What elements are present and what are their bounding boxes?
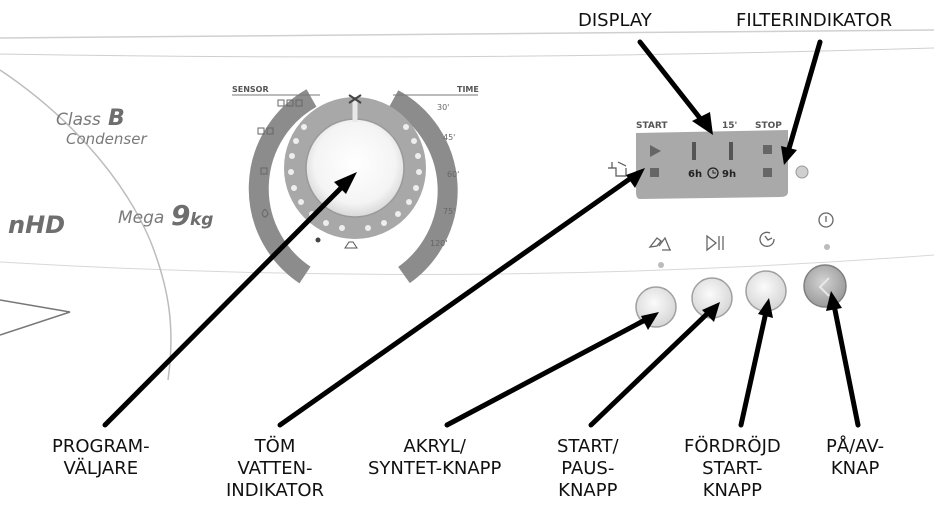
acrylic-synthetic-icon (648, 236, 671, 251)
brand-model-fragment: nHD (8, 211, 65, 239)
clock-icon (707, 167, 719, 179)
leader-filter (785, 39, 823, 155)
arrow-head (826, 291, 842, 311)
brand-class-prefix: Class (56, 110, 101, 130)
time-mark: 30' (437, 103, 449, 112)
start-pause-icon (706, 234, 724, 252)
callout-line: VÄLJARE (63, 458, 139, 479)
delay-6h-label: 6h (688, 169, 702, 180)
callout-power: PÅ/AV- KNAP (826, 436, 884, 480)
arrow-head (692, 112, 713, 135)
arrow-head (626, 168, 645, 188)
callout-line: START- (702, 458, 763, 479)
arrow-head (641, 312, 659, 330)
leader-acrylic (444, 317, 648, 428)
callout-line: START/ (557, 436, 619, 457)
filter-icon (795, 165, 809, 179)
callout-line: VATTEN- (237, 458, 313, 479)
leader-lines (102, 39, 861, 428)
delay-9h-label: 9h (722, 169, 736, 180)
dial-time-label: TIME (457, 85, 479, 94)
callout-line: AKRYL/ (403, 436, 466, 457)
callout-line: PÅ/AV- (826, 436, 885, 457)
acrylic-led (658, 262, 664, 268)
start-indicator-icon (650, 145, 661, 157)
panel-body (0, 29, 934, 381)
brand-condenser: Condenser (66, 130, 147, 148)
dial-sensor-arc (248, 89, 317, 284)
dial-knob[interactable] (305, 118, 405, 218)
brand-class-letter: B (108, 106, 125, 131)
progress-bar-segment (692, 142, 696, 160)
leader-empty-water (277, 175, 634, 428)
callout-line: INDIKATOR (226, 480, 325, 501)
empty-water-icon (608, 161, 627, 177)
display-15-label: 15' (722, 121, 737, 131)
power-button[interactable] (803, 264, 847, 308)
arrow-head (702, 302, 720, 322)
brand-capacity-number: 9 (171, 199, 190, 232)
callout-line: PAUS- (561, 458, 615, 479)
progress-bar-segment (729, 142, 733, 160)
time-mark: 45' (443, 133, 455, 142)
leader-power (831, 302, 861, 428)
callout-start-pause: START/ PAUS- KNAPP (557, 436, 619, 502)
arrow-head (781, 146, 797, 165)
empty-water-indicator-light (650, 168, 659, 177)
power-button-glyph (818, 277, 830, 297)
iron-icon (344, 241, 358, 249)
dial-sensor-label: SENSOR (232, 85, 269, 94)
brand-capacity-unit: kg (190, 210, 213, 230)
display-start-label: START (636, 121, 668, 131)
callout-program-selector: PROGRAM- VÄLJARE (52, 436, 150, 480)
filter-indicator-light (763, 168, 772, 177)
leader-start-pause (588, 310, 711, 428)
button-symbols (648, 212, 834, 252)
callout-line: KNAPP (702, 480, 763, 501)
callout-display: DISPLAY (578, 10, 652, 31)
callout-line: PROGRAM- (52, 436, 150, 457)
fan-icon (348, 94, 362, 104)
delay-icon (759, 231, 775, 247)
dial-time-arc (388, 90, 458, 284)
callout-line: KNAP (830, 458, 880, 479)
time-mark: 60' (447, 170, 459, 179)
display-screen (636, 130, 788, 199)
program-selector-dial[interactable]: SENSOR TIME 30' 45' 60' 75' 120' (232, 85, 479, 284)
callout-line: KNAPP (558, 480, 618, 501)
display-stop-label: STOP (755, 121, 782, 131)
stop-indicator-light (763, 145, 772, 154)
leader-display (637, 39, 706, 125)
arrow-heads (334, 112, 842, 330)
brand-area: Class B Condenser nHD Mega 9 kg (8, 106, 213, 239)
callout-line: TÖM (254, 436, 296, 457)
dial-dot (315, 237, 321, 243)
panel-edge-mark (0, 299, 71, 336)
display-panel: START 15' STOP 6h 9h (608, 121, 809, 199)
brand-mega: Mega (118, 208, 164, 228)
time-mark: 75' (443, 207, 455, 216)
callout-filter-indicator: FILTERINDIKATOR (736, 10, 893, 31)
power-icon (818, 212, 834, 228)
panel-curve (0, 69, 172, 381)
callout-empty-water: TÖM VATTEN- INDIKATOR (226, 436, 324, 502)
callout-line: FÖRDRÖJD (684, 436, 781, 457)
leader-program-selector (102, 181, 348, 428)
leader-delayed-start (738, 309, 769, 428)
power-led (824, 244, 830, 250)
callout-acrylic-synthetic: AKRYL/ SYNTET-KNAPP (368, 436, 501, 480)
time-mark: 120' (430, 239, 447, 248)
callout-delayed-start: FÖRDRÖJD START- KNAPP (684, 436, 781, 502)
dial-sensor-symbols (257, 99, 303, 218)
arrow-head (334, 172, 357, 194)
arrow-head (758, 298, 773, 318)
callout-line: SYNTET-KNAPP (368, 458, 502, 479)
